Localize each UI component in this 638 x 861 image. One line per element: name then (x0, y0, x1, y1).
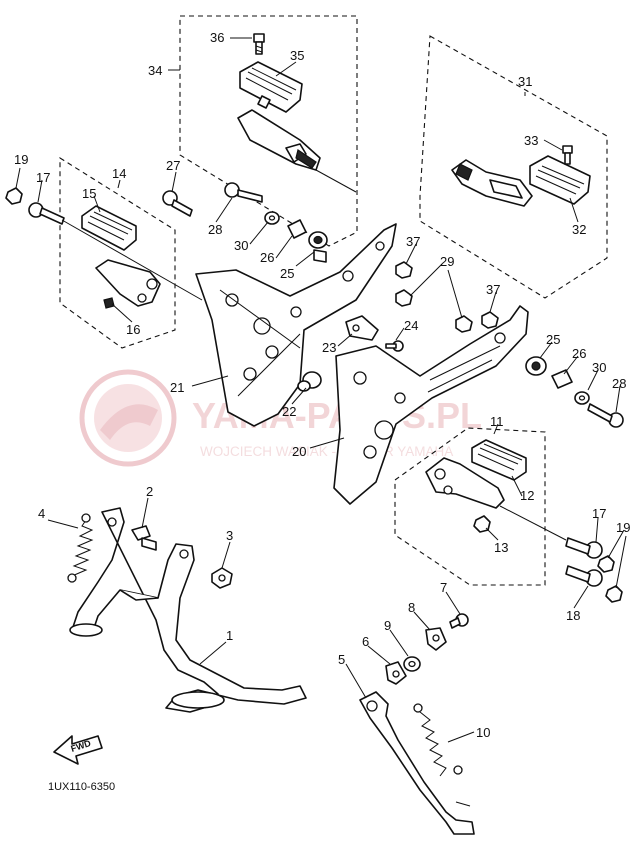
callout-17-upper: 17 (36, 170, 50, 185)
callout-25-lower: 25 (546, 332, 560, 347)
bolt-18 (565, 565, 603, 587)
group-box-11 (394, 427, 546, 586)
collar-26-upper (287, 219, 307, 239)
fwd-direction-arrow: FWD (53, 735, 103, 765)
callout-labels: 36 35 34 31 33 32 19 17 14 15 16 27 28 3… (14, 30, 630, 740)
watermark-sub-text: WOJCIECH WASIAK - DEALER YAMAHA (200, 444, 453, 459)
callout-20: 20 (292, 444, 306, 459)
callout-13: 13 (494, 540, 508, 555)
callout-33: 33 (524, 133, 538, 148)
spring-4 (67, 513, 94, 583)
footrest-bracket-21 (195, 223, 397, 427)
footpeg-rubber-12 (471, 439, 527, 481)
bracket-23 (345, 315, 379, 341)
footpeg-16 (95, 259, 161, 309)
bushing-25-upper (308, 231, 328, 263)
washer-30-upper (264, 211, 280, 225)
callout-29: 29 (440, 254, 454, 269)
footpeg-31 (451, 159, 533, 207)
callout-25-upper: 25 (280, 266, 294, 281)
bolt-33 (562, 145, 573, 165)
callout-28-upper: 28 (208, 222, 222, 237)
callout-16: 16 (126, 322, 140, 337)
callout-37-upper: 37 (406, 234, 420, 249)
callout-1: 1 (226, 628, 233, 643)
screw-24 (385, 340, 404, 352)
group-box-14 (59, 157, 176, 349)
collar-26-lower (551, 369, 573, 389)
footpeg-rubber-15 (81, 205, 137, 251)
footrest-bracket-20 (333, 305, 529, 505)
footpeg-34 (237, 109, 321, 171)
callout-34: 34 (148, 63, 162, 78)
callout-6: 6 (362, 634, 369, 649)
callout-26-upper: 26 (260, 250, 274, 265)
bolt-17-upper (28, 202, 203, 301)
screw-7 (449, 613, 469, 629)
bolt-28-upper (224, 182, 263, 203)
nut-29-b (455, 315, 473, 333)
callout-22: 22 (282, 404, 296, 419)
bracket-8 (425, 627, 447, 651)
callout-leaders (15, 37, 627, 743)
bolt-17-lower (499, 505, 603, 559)
callout-9: 9 (384, 618, 391, 633)
collar-22 (297, 371, 322, 392)
callout-15: 15 (82, 186, 96, 201)
nut-29-a (395, 289, 413, 307)
callout-8: 8 (408, 600, 415, 615)
footpeg-rubber-35 (239, 61, 303, 113)
plate-6 (385, 661, 407, 685)
callout-31: 31 (518, 74, 532, 89)
bolt-2 (131, 525, 157, 551)
nut-19-lower-a (597, 555, 615, 573)
callout-19-upper: 19 (14, 152, 28, 167)
callout-27: 27 (166, 158, 180, 173)
spring-10 (413, 703, 463, 777)
callout-24: 24 (404, 318, 418, 333)
group-box-31 (419, 35, 608, 299)
callout-21: 21 (170, 380, 184, 395)
callout-37-lower: 37 (486, 282, 500, 297)
callout-14: 14 (112, 166, 126, 181)
callout-17-lower: 17 (592, 506, 606, 521)
callout-28-lower: 28 (612, 376, 626, 391)
callout-30-upper: 30 (234, 238, 248, 253)
callout-10: 10 (476, 725, 490, 740)
callout-2: 2 (146, 484, 153, 499)
footpeg-11 (425, 457, 505, 509)
callout-18: 18 (566, 608, 580, 623)
bolt-27 (162, 190, 193, 217)
group-box-34 (179, 15, 358, 247)
callout-35: 35 (290, 48, 304, 63)
side-stand-5 (359, 691, 475, 835)
bolt-36 (253, 33, 265, 55)
callout-7: 7 (440, 580, 447, 595)
nut-3 (211, 567, 233, 589)
callout-26-lower: 26 (572, 346, 586, 361)
diagram-code: 1UX110-6350 (48, 781, 115, 793)
nut-19-upper (5, 187, 23, 205)
callout-5: 5 (338, 652, 345, 667)
footpeg-rubber-32 (529, 155, 591, 205)
nut-37-lower (481, 311, 499, 329)
callout-3: 3 (226, 528, 233, 543)
bolt-28-lower (587, 403, 624, 428)
callout-4: 4 (38, 506, 45, 521)
washer-9 (403, 656, 421, 672)
nut-37-upper (395, 261, 413, 279)
washer-30-lower (574, 391, 590, 405)
nut-19-lower-b (605, 585, 623, 603)
callout-11: 11 (490, 414, 504, 429)
callout-32: 32 (572, 222, 586, 237)
callout-19-lower: 19 (616, 520, 630, 535)
callout-23: 23 (322, 340, 336, 355)
callout-30-lower: 30 (592, 360, 606, 375)
callout-12: 12 (520, 488, 534, 503)
center-stand-1 (69, 507, 307, 713)
callout-36: 36 (210, 30, 224, 45)
bushing-25-lower (525, 356, 547, 376)
watermark-logo (79, 369, 177, 467)
